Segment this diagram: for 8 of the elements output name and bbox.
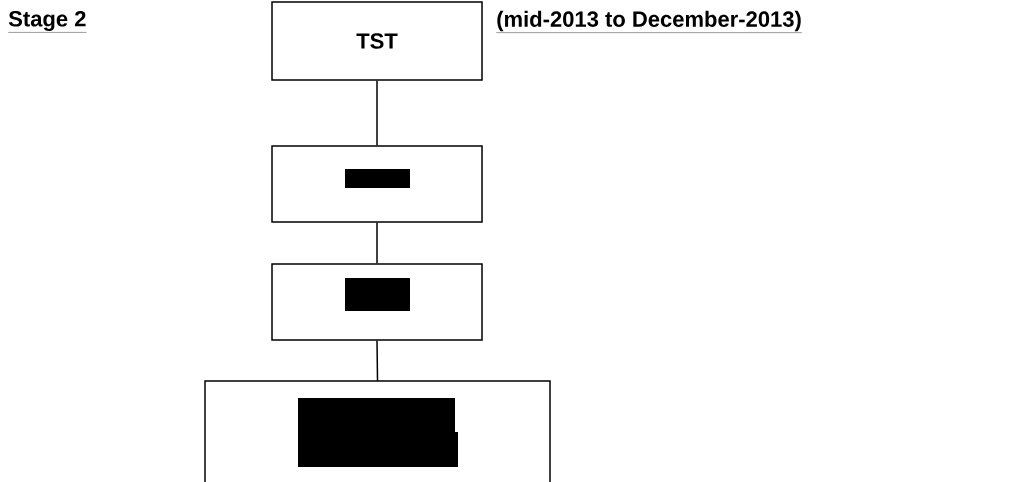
box <box>271 145 483 223</box>
text-box: TST <box>271 1 483 81</box>
connector-line <box>376 80 378 146</box>
box <box>271 263 483 341</box>
box <box>204 380 551 482</box>
connector-line <box>376 340 379 382</box>
connector-line <box>376 222 378 264</box>
heading-text: Stage 2 <box>8 10 87 33</box>
